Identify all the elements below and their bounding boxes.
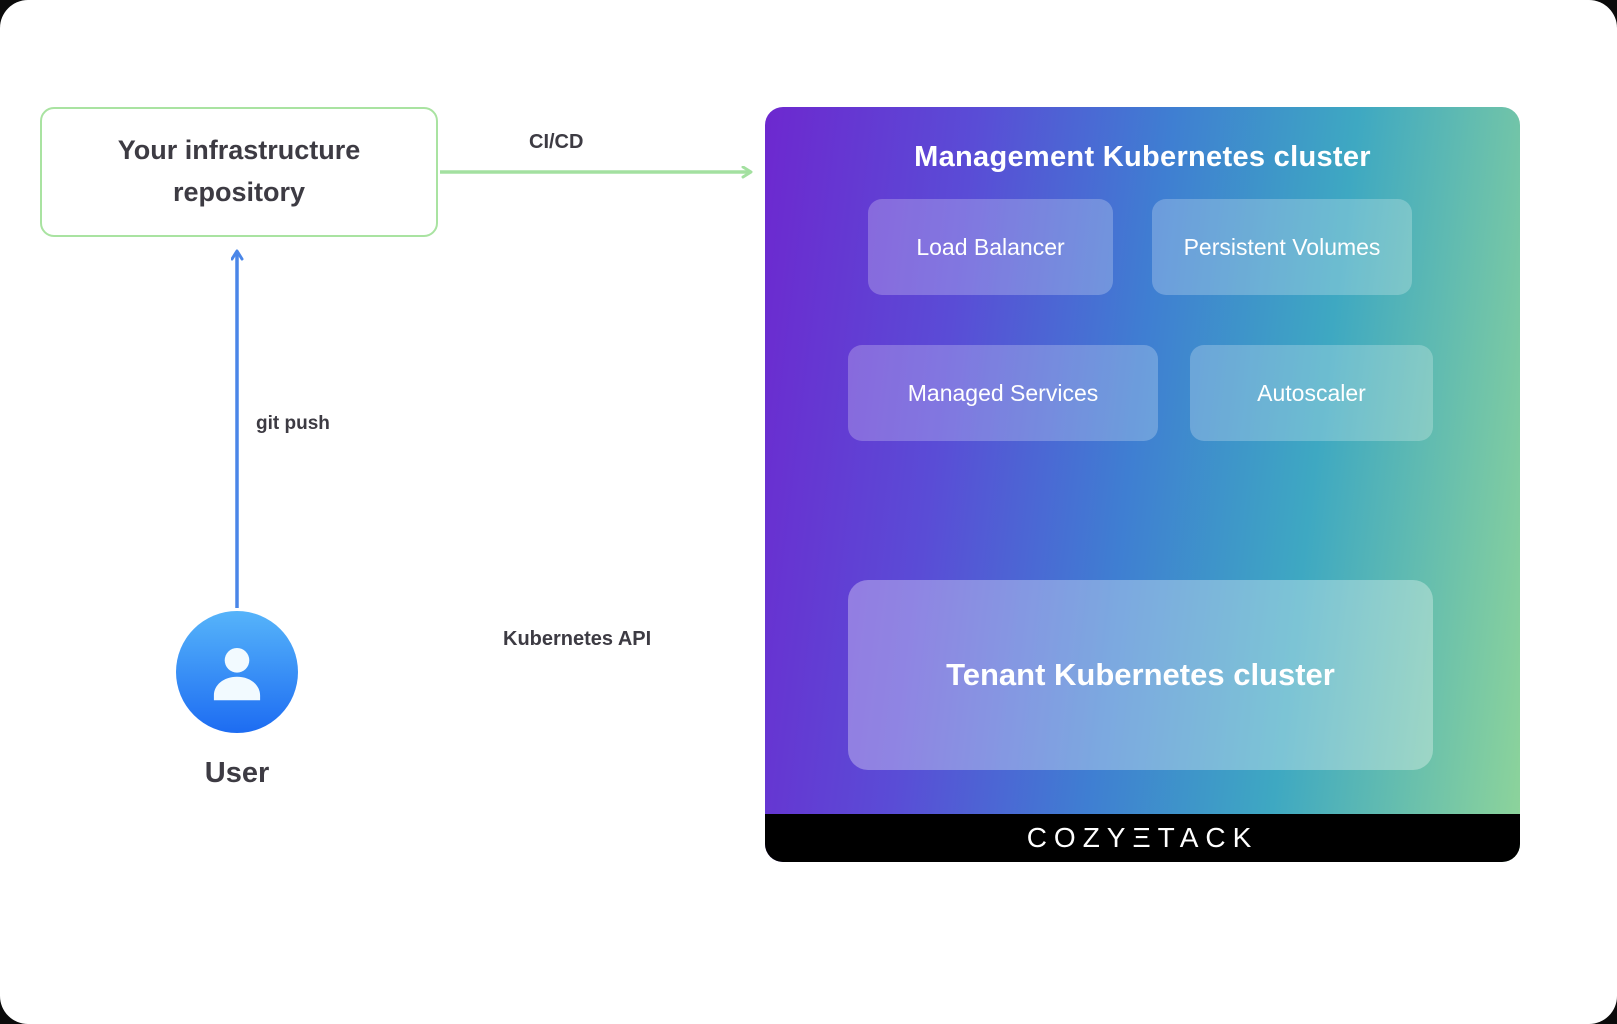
persistent-volumes-box: Persistent Volumes xyxy=(1152,199,1412,295)
user-avatar-icon xyxy=(213,648,261,701)
cozystack-logo: COZYΞTACK xyxy=(765,814,1520,862)
tenant-kubernetes-cluster-box: Tenant Kubernetes cluster xyxy=(848,580,1433,770)
cicd-edge-label: CI/CD xyxy=(529,131,584,153)
management-cluster-panel: Management Kubernetes cluster Load Balan… xyxy=(765,107,1520,862)
user-label: User xyxy=(204,757,270,789)
kubernetes-api-edge-label: Kubernetes API xyxy=(503,628,652,650)
infrastructure-repository-box: Your infrastructure repository xyxy=(40,107,438,237)
git-push-edge-label: git push xyxy=(256,413,330,434)
management-cluster-title: Management Kubernetes cluster xyxy=(914,141,1371,173)
user-avatar xyxy=(176,611,298,733)
autoscaler-box: Autoscaler xyxy=(1190,345,1433,441)
managed-services-box: Managed Services xyxy=(848,345,1158,441)
load-balancer-box: Load Balancer xyxy=(868,199,1113,295)
